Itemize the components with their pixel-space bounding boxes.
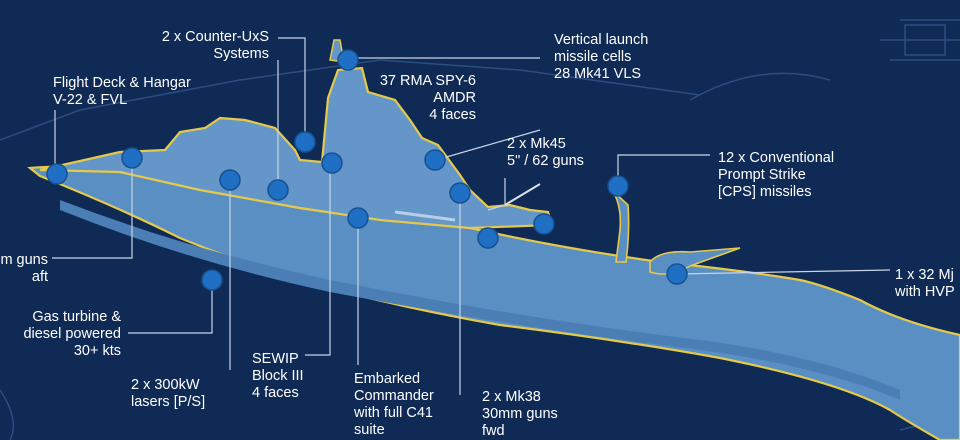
ship-superstructure (39, 66, 554, 230)
marker-mk38 (449, 182, 471, 204)
label-mk45: 2 x Mk45 5" / 62 guns (507, 136, 584, 169)
marker-spy6-forward (424, 149, 446, 171)
leader-cps (617, 154, 710, 184)
label-aft-guns: m guns aft (0, 252, 48, 285)
label-commander: Embarked Commander with full C41 suite (354, 371, 434, 438)
label-lasers: 2 x 300kW lasers [P/S] (131, 377, 206, 410)
label-flight-deck: Flight Deck & Hangar V-22 & FVL (53, 75, 191, 108)
label-gas-turbine: Gas turbine & diesel powered 30+ kts (23, 309, 121, 359)
leader-sewip (305, 165, 331, 356)
leader-mk45 (487, 178, 506, 211)
label-counter-uxs: 2 x Counter-UxS Systems (161, 29, 269, 62)
marker-flight-deck (46, 163, 68, 185)
marker-gas-turbine (201, 269, 223, 291)
marker-commander (347, 207, 369, 229)
markers (46, 49, 688, 291)
leader-lines (52, 37, 891, 395)
marker-mk45-2 (533, 213, 555, 235)
leader-spy6 (435, 129, 541, 161)
label-sewip: SEWIP Block III 4 faces (252, 351, 304, 401)
label-cps: 12 x Conventional Prompt Strike [CPS] mi… (718, 150, 835, 200)
marker-vls (337, 49, 359, 71)
background-blueprint (0, 19, 960, 440)
missile-launch-plume (394, 210, 456, 222)
marker-cps (607, 175, 629, 197)
cps-launcher (611, 189, 630, 263)
label-mk38: 2 x Mk38 30mm guns fwd (482, 389, 558, 439)
leader-gas-turbine (128, 280, 213, 334)
leader-counter-uxs (278, 37, 306, 140)
marker-railgun (666, 263, 688, 285)
leader-railgun (676, 269, 891, 275)
mk45-gun-barrel (504, 183, 541, 206)
label-vls: Vertical launch missile cells 28 Mk41 VL… (554, 32, 649, 82)
marker-mk45 (477, 227, 499, 249)
marker-aft-guns (121, 147, 143, 169)
label-railgun: 1 x 32 Mj with HVP (895, 267, 955, 300)
marker-lasers (219, 169, 241, 191)
marker-counter-uxs (294, 131, 316, 153)
marker-counter-uxs-2 (267, 179, 289, 201)
leader-aft-guns (52, 160, 133, 259)
marker-spy6 (321, 152, 343, 174)
label-spy6: 37 RMA SPY-6 AMDR 4 faces (379, 73, 476, 123)
